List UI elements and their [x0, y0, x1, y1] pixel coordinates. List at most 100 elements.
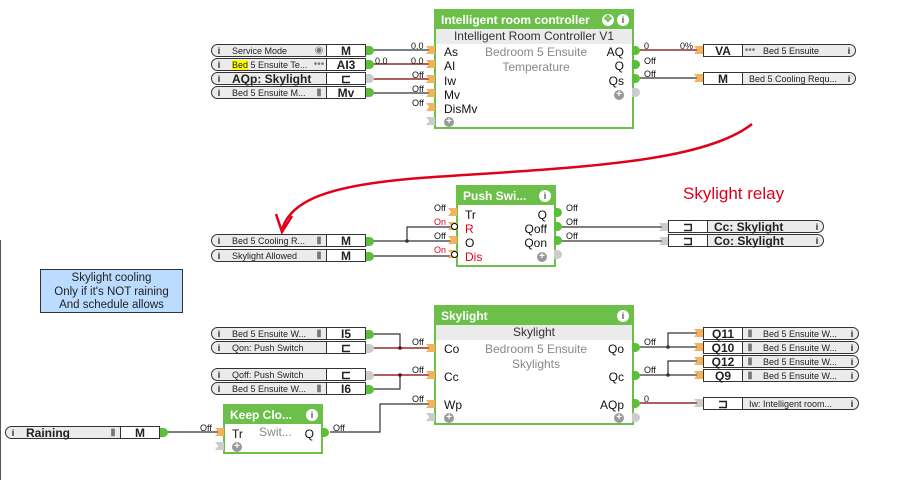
- info-icon[interactable]: i: [217, 73, 221, 84]
- info-icon[interactable]: i: [217, 59, 221, 70]
- info-icon[interactable]: i: [217, 250, 221, 261]
- info-icon[interactable]: i: [217, 45, 221, 56]
- io-raining[interactable]: i Raining ▮ M: [5, 426, 160, 440]
- output-port[interactable]: [632, 74, 640, 83]
- output-port[interactable]: [366, 371, 374, 380]
- input-port[interactable]: [694, 343, 703, 351]
- io-co-skylight[interactable]: ⊐ Co: Skylight i: [668, 234, 824, 248]
- add-output-icon[interactable]: +: [614, 413, 624, 423]
- output-port[interactable]: [366, 74, 374, 83]
- add-input-icon[interactable]: +: [444, 117, 454, 127]
- output-port[interactable]: [366, 88, 374, 97]
- io-iw-intelligent-room[interactable]: ⊐ Iw: Intelligent room... i: [703, 397, 859, 410]
- block-intelligent-room-controller[interactable]: Intelligent room controller ✥ i Intellig…: [434, 9, 634, 129]
- output-port[interactable]: [366, 46, 374, 55]
- io-qon-push-switch[interactable]: i Qon: Push Switch ⊏: [211, 341, 366, 354]
- info-icon[interactable]: i: [217, 342, 221, 353]
- add-output-icon[interactable]: +: [537, 252, 547, 262]
- info-icon[interactable]: i: [217, 383, 221, 394]
- output-port[interactable]: [554, 250, 562, 259]
- output-port[interactable]: [160, 428, 168, 437]
- output-port[interactable]: [321, 428, 329, 437]
- info-icon[interactable]: i: [850, 342, 854, 353]
- output-port[interactable]: [366, 252, 374, 261]
- output-port[interactable]: [632, 46, 640, 55]
- info-icon[interactable]: i: [815, 235, 819, 246]
- io-q11[interactable]: Q11 ▮ Bed 5 Ensuite W... i: [703, 327, 859, 340]
- info-icon[interactable]: i: [217, 369, 221, 380]
- info-icon[interactable]: i: [617, 14, 629, 26]
- io-cc-skylight[interactable]: ⊐ Cc: Skylight i: [668, 220, 824, 234]
- output-port[interactable]: [366, 344, 374, 353]
- info-icon[interactable]: i: [217, 87, 221, 98]
- move-icon[interactable]: ✥: [602, 14, 614, 26]
- input-port[interactable]: [694, 357, 703, 365]
- info-icon[interactable]: i: [850, 370, 854, 381]
- io-bed5-window-1[interactable]: i Bed 5 Ensuite W... ▮ I5: [211, 327, 366, 340]
- input-port[interactable]: [426, 371, 435, 379]
- output-port[interactable]: [554, 208, 562, 217]
- input-port[interactable]: [694, 371, 703, 379]
- io-cooling-request[interactable]: M Bed 5 Cooling Requ... i: [703, 72, 856, 85]
- input-port[interactable]: [448, 236, 457, 244]
- input-port[interactable]: [659, 223, 668, 231]
- output-port[interactable]: [366, 330, 374, 339]
- io-skylight-allowed[interactable]: i Skylight Allowed ▮ M: [211, 249, 366, 262]
- io-bed5-temperature[interactable]: i Bed 5 Ensuite Te... ••• AI3: [211, 58, 366, 71]
- output-port[interactable]: [366, 385, 374, 394]
- add-input-icon[interactable]: +: [232, 442, 242, 452]
- output-port[interactable]: [632, 88, 640, 97]
- output-port[interactable]: [632, 399, 640, 408]
- info-icon[interactable]: i: [850, 398, 854, 409]
- input-port[interactable]: [426, 75, 435, 83]
- info-icon[interactable]: i: [11, 427, 15, 438]
- output-port[interactable]: [554, 222, 562, 231]
- input-port[interactable]: [215, 428, 224, 436]
- io-bed5-window-2[interactable]: i Bed 5 Ensuite W... ▮ I6: [211, 382, 366, 395]
- block-push-switch[interactable]: Push Swi... i Tr R O Dis Q Qoff Qon +: [456, 185, 556, 267]
- io-va-bed5[interactable]: VA ••• Bed 5 Ensuite i: [703, 44, 856, 57]
- info-icon[interactable]: i: [850, 356, 854, 367]
- add-input-icon[interactable]: +: [444, 413, 454, 423]
- io-q9[interactable]: Q9 ▮ Bed 5 Ensuite W... i: [703, 369, 859, 382]
- input-port[interactable]: [694, 74, 703, 82]
- input-port[interactable]: [426, 344, 435, 352]
- io-qoff-push-switch[interactable]: i Qoff: Push Switch ⊏: [211, 368, 366, 381]
- input-port[interactable]: [426, 400, 435, 408]
- input-port[interactable]: [426, 60, 435, 68]
- add-output-icon[interactable]: +: [614, 90, 624, 100]
- io-service-mode[interactable]: i Service Mode ◉ M: [211, 44, 366, 57]
- info-icon[interactable]: i: [850, 328, 854, 339]
- output-port[interactable]: [632, 60, 640, 69]
- output-port[interactable]: [632, 343, 640, 352]
- io-bed5-cooling-r[interactable]: i Bed 5 Cooling R... ▮ M: [211, 234, 366, 247]
- input-port[interactable]: [426, 413, 435, 421]
- info-icon[interactable]: i: [217, 235, 221, 246]
- input-port[interactable]: [215, 442, 224, 450]
- output-port[interactable]: [366, 60, 374, 69]
- output-port[interactable]: [632, 371, 640, 380]
- io-q10[interactable]: Q10 ▮ Bed 5 Ensuite W... i: [703, 341, 859, 354]
- comment-note[interactable]: Skylight cooling Only if it's NOT rainin…: [40, 269, 183, 313]
- info-icon[interactable]: i: [847, 45, 851, 56]
- info-icon[interactable]: i: [306, 409, 318, 421]
- input-port[interactable]: [426, 46, 435, 54]
- io-bed5-m[interactable]: i Bed 5 Ensuite M... ▮ Mv: [211, 86, 366, 99]
- input-port[interactable]: [659, 237, 668, 245]
- info-icon[interactable]: i: [847, 73, 851, 84]
- input-port[interactable]: [694, 329, 703, 337]
- block-keep-closed[interactable]: Keep Clo... i Tr Swit... Q +: [223, 404, 323, 454]
- block-skylight[interactable]: Skylight i Skylight Co Cc Wp Bedroom 5 E…: [434, 305, 634, 425]
- info-icon[interactable]: i: [217, 328, 221, 339]
- input-port[interactable]: [426, 89, 435, 97]
- info-icon[interactable]: i: [815, 221, 819, 232]
- output-port[interactable]: [366, 237, 374, 246]
- input-port[interactable]: [694, 399, 703, 407]
- io-q12[interactable]: Q12 ▮ Bed 5 Ensuite W... i: [703, 355, 859, 368]
- output-port[interactable]: [554, 236, 562, 245]
- info-icon[interactable]: i: [617, 310, 629, 322]
- input-port[interactable]: [426, 117, 435, 125]
- output-port[interactable]: [632, 413, 640, 422]
- input-port[interactable]: [448, 208, 457, 216]
- info-icon[interactable]: i: [539, 190, 551, 202]
